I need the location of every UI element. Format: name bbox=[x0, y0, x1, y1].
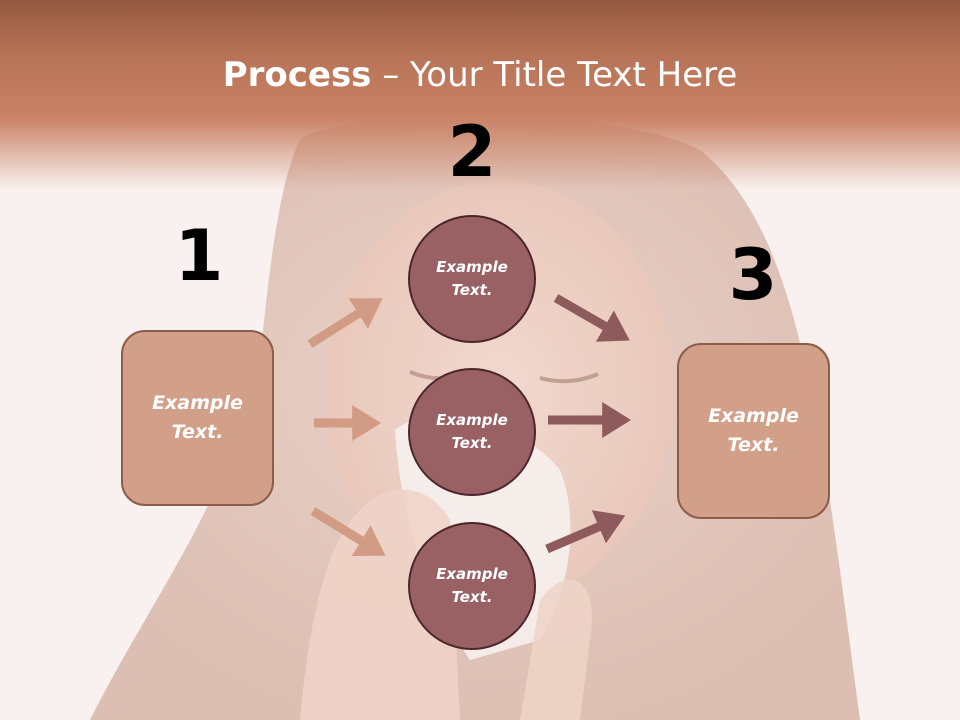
circle-bottom-text: Example Text. bbox=[436, 565, 508, 606]
slide-title: Process – Your Title Text Here bbox=[0, 52, 960, 98]
arrow-bottom-to-3 bbox=[545, 510, 626, 554]
step-2-circle-top: Example Text. bbox=[408, 215, 536, 343]
step-3-text: Example Text. bbox=[708, 405, 799, 456]
step-number-2: 2 bbox=[447, 111, 497, 193]
step-number-1: 1 bbox=[174, 215, 224, 297]
step-1-text: Example Text. bbox=[152, 392, 243, 443]
arrow-1-to-top bbox=[307, 298, 383, 348]
circle-center-text: Example Text. bbox=[436, 411, 508, 452]
step-3-box: Example Text. bbox=[677, 343, 830, 519]
arrow-1-to-bottom bbox=[310, 507, 386, 556]
step-1-box: Example Text. bbox=[121, 330, 274, 506]
title-strong: Process bbox=[222, 55, 372, 95]
step-2-circle-bottom: Example Text. bbox=[408, 522, 536, 650]
title-rest: – Your Title Text Here bbox=[371, 55, 738, 95]
header-band bbox=[0, 0, 960, 190]
step-number-3: 3 bbox=[728, 234, 778, 316]
arrow-top-to-3 bbox=[553, 294, 630, 342]
step-2-circle-center: Example Text. bbox=[408, 368, 536, 496]
circle-top-text: Example Text. bbox=[436, 258, 508, 299]
